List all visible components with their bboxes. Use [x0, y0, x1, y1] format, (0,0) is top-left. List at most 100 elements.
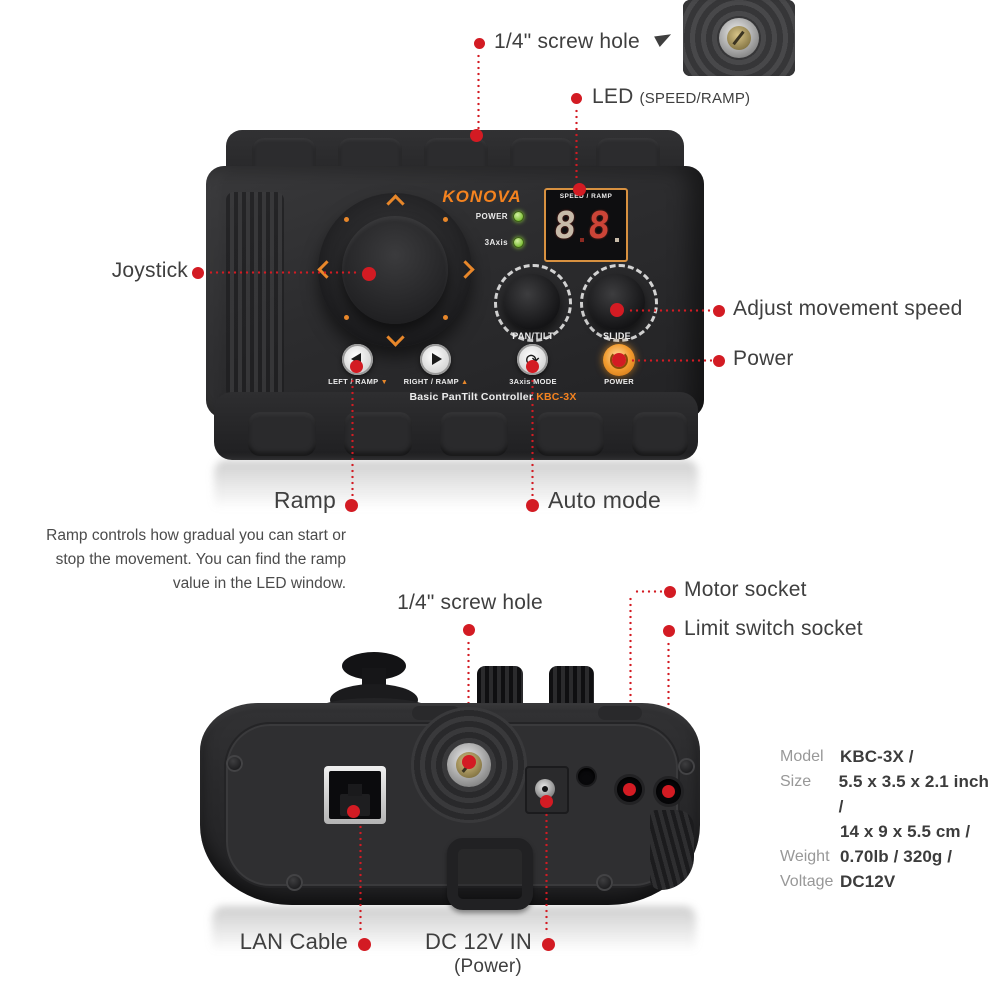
callout-led: LED (SPEED/RAMP) [592, 85, 750, 109]
pan-tilt-knob-label: PAN/TILT [512, 331, 554, 341]
spec-weight-value: 0.70lb / 320g / [840, 847, 953, 866]
callout-endpoint-screw-back [462, 755, 476, 769]
callout-line-power [630, 359, 712, 362]
callout-line-ramp [351, 378, 354, 496]
power-led-indicator [513, 211, 524, 222]
case-screw [226, 755, 243, 772]
footer-product-name: Basic PanTilt Controller [409, 391, 534, 403]
callout-screw-back: 1/4" screw hole [397, 591, 543, 614]
callout-ramp: Ramp [273, 487, 336, 513]
spec-model-value: KBC-3X / [840, 747, 914, 766]
spec-table: Model KBC-3X / Size 5.5 x 3.5 x 2.1 inch… [780, 744, 995, 894]
callout-line-joystick [208, 271, 360, 274]
slide-knob-scale [580, 264, 658, 342]
joystick-corner-dot [344, 217, 349, 222]
callout-dot-screw-back [463, 624, 475, 636]
joystick-cap[interactable] [342, 216, 448, 324]
power-button-label: POWER [604, 377, 634, 386]
callout-endpoint-limit [662, 785, 675, 798]
right-ramp-text: RIGHT / RAMP [403, 377, 459, 386]
lan-port-jack-tab [348, 784, 362, 796]
callout-dot-auto [526, 499, 539, 512]
inset-pointer-arrow [654, 28, 674, 48]
ramp-note: Ramp controls how gradual you can start … [8, 524, 346, 596]
speed-ramp-display: SPEED / RAMP 8 8 [544, 188, 628, 262]
callout-endpoint-lan [347, 805, 360, 818]
front-bottom-bumper-notch [632, 412, 688, 456]
pan-tilt-knob[interactable] [504, 274, 560, 330]
callout-joystick: Joystick [111, 259, 188, 282]
callout-line-led [575, 108, 578, 182]
callout-line-dc [545, 812, 548, 934]
callout-screw-front: 1/4" screw hole [494, 30, 640, 53]
ramp-note-line2: stop the movement. You can find the ramp [55, 551, 346, 568]
slide-knob-label: SLIDE [602, 331, 631, 341]
callout-dot-motor [664, 586, 676, 598]
callout-dot-joystick [192, 267, 204, 279]
ramp-note-line1: Ramp controls how gradual you can start … [46, 527, 346, 544]
spec-size-value1: 5.5 x 3.5 x 2.1 inch / [838, 772, 989, 816]
case-screw [286, 874, 303, 891]
joystick-corner-dot [344, 315, 349, 320]
left-ramp-arrow-glyph: ▼ [380, 379, 388, 386]
footer-model: KBC-3X [536, 391, 577, 403]
rear-top-notch [598, 706, 642, 720]
front-bottom-bumper-notch [536, 412, 604, 456]
callout-led-sub: (SPEED/RAMP) [639, 90, 751, 107]
callout-dot-limit [663, 625, 675, 637]
callout-line-motor-h [634, 590, 662, 593]
rear-reflection [212, 906, 696, 960]
case-screw [678, 758, 695, 775]
spec-weight-label: Weight [780, 848, 830, 865]
device-footer-text: Basic PanTilt Controller KBC-3X [373, 391, 613, 403]
axis-led-label: 3Axis [484, 238, 508, 247]
callout-dot-power [713, 355, 725, 367]
brand-logo: KONOVA [442, 187, 522, 206]
callout-endpoint-joystick [362, 267, 376, 281]
left-arrow-icon [351, 353, 361, 365]
spec-size-label: Size [780, 773, 812, 790]
right-ramp-button[interactable] [420, 344, 451, 375]
callout-lan: LAN Cable [239, 929, 348, 954]
power-icon [610, 351, 628, 369]
right-ramp-button-label: RIGHT / RAMP ▲ [390, 377, 482, 386]
dc-jack-pin [542, 786, 548, 792]
slide-knob[interactable] [589, 274, 645, 330]
joystick-corner-dot [443, 217, 448, 222]
callout-line-lan [359, 824, 362, 934]
callout-dc: DC 12V IN [425, 929, 532, 954]
display-title: SPEED / RAMP [559, 193, 613, 200]
front-reflection [214, 460, 698, 518]
spec-size-value2: 14 x 9 x 5.5 cm / [840, 822, 971, 841]
callout-endpoint-led [573, 183, 586, 196]
callout-line-screw-back [467, 640, 470, 752]
callout-dot-screw-front [474, 38, 485, 49]
callout-dot-adjust [713, 305, 725, 317]
display-digit-1: 8 [552, 204, 579, 247]
callout-auto-mode: Auto mode [548, 487, 662, 513]
callout-endpoint-power [612, 353, 626, 367]
callout-endpoint-ramp [350, 360, 363, 373]
spec-voltage-label: Voltage [780, 873, 834, 890]
callout-dot-lan [358, 938, 371, 951]
callout-power: Power [733, 347, 794, 370]
spec-voltage-value: DC12V [840, 872, 896, 891]
callout-line-screw-front [477, 53, 480, 129]
callout-endpoint-adjust [610, 303, 624, 317]
front-bottom-bumper-notch [440, 412, 508, 456]
ramp-note-line3: value in the LED window. [172, 575, 346, 592]
front-bottom-bumper-notch [344, 412, 412, 456]
axis-led-indicator [513, 237, 524, 248]
callout-dot-ramp [345, 499, 358, 512]
front-left-ribs [226, 192, 284, 398]
callout-dc-sub: (Power) [454, 956, 522, 977]
callout-led-main: LED [592, 85, 634, 108]
callout-adjust: Adjust movement speed [733, 297, 963, 320]
pan-tilt-knob-scale [494, 264, 572, 342]
display-dp-1 [580, 238, 584, 242]
screw-hole-inset-photo [683, 0, 795, 76]
callout-endpoint-screw-front [470, 129, 483, 142]
joystick-corner-dot [443, 315, 448, 320]
callout-endpoint-auto [526, 360, 539, 373]
